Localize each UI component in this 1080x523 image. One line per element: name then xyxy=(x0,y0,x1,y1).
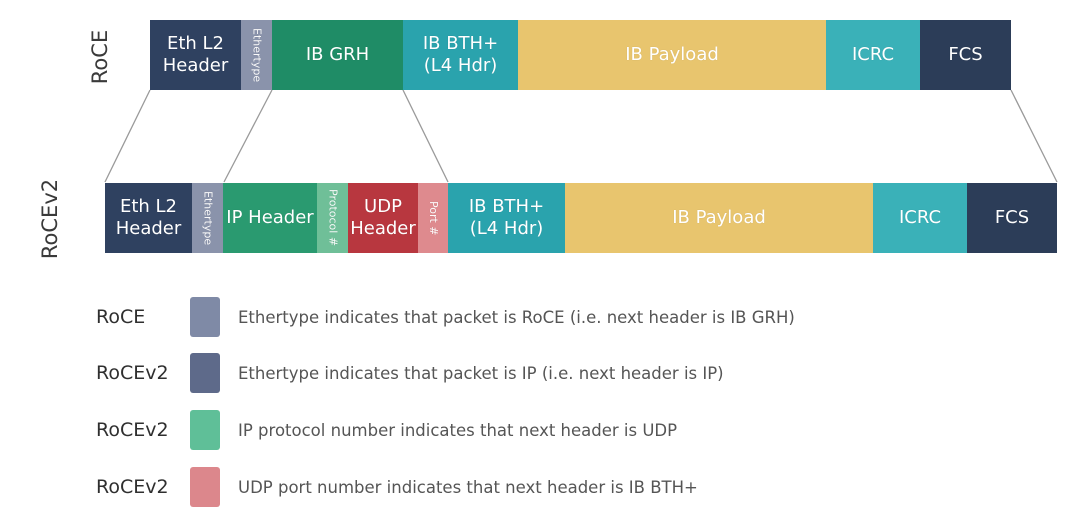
roce-seg-ib-bth: IB BTH+ (L4 Hdr) xyxy=(403,20,518,90)
legend-item-name: RoCEv2 xyxy=(96,419,169,441)
roce-packet-bar: Eth L2 Header Ethertype IB GRH IB BTH+ (… xyxy=(150,20,1011,90)
connector-left-outer xyxy=(104,89,151,183)
rocev2-seg-protocol-number: Protocol # xyxy=(317,183,348,253)
roce-seg-fcs: FCS xyxy=(920,20,1011,90)
roce-seg-ethertype: Ethertype xyxy=(241,20,272,90)
row-label-rocev2: RoCEv2 xyxy=(38,178,62,260)
rocev2-packet-bar: Eth L2 Header Ethertype IP Header Protoc… xyxy=(105,183,1057,253)
rocev2-seg-ip-header: IP Header xyxy=(223,183,317,253)
legend-item: RoCEv2 IP protocol number indicates that… xyxy=(96,410,677,450)
legend-item-description: UDP port number indicates that next head… xyxy=(238,477,698,497)
roce-seg-ib-grh: IB GRH xyxy=(272,20,403,90)
legend-item-description: Ethertype indicates that packet is RoCE … xyxy=(238,307,795,327)
legend-swatch xyxy=(190,297,220,337)
connector-grh-right xyxy=(402,89,449,183)
legend-item-name: RoCE xyxy=(96,306,146,328)
rocev2-seg-eth-l2-header: Eth L2 Header xyxy=(105,183,192,253)
legend-item-name: RoCEv2 xyxy=(96,362,169,384)
rocev2-seg-fcs: FCS xyxy=(967,183,1057,253)
connector-grh-left xyxy=(223,89,273,183)
rocev2-seg-port-number: Port # xyxy=(418,183,448,253)
legend-swatch xyxy=(190,467,220,507)
legend-swatch xyxy=(190,410,220,450)
roce-seg-eth-l2-header: Eth L2 Header xyxy=(150,20,241,90)
rocev2-seg-ib-bth: IB BTH+ (L4 Hdr) xyxy=(448,183,565,253)
rocev2-seg-ethertype: Ethertype xyxy=(192,183,223,253)
rocev2-seg-icrc: ICRC xyxy=(873,183,967,253)
legend-item-description: IP protocol number indicates that next h… xyxy=(238,420,678,440)
rocev2-seg-udp-header: UDP Header xyxy=(348,183,418,253)
row-label-roce: RoCE xyxy=(88,29,112,85)
legend-item: RoCE Ethertype indicates that packet is … xyxy=(96,297,795,337)
rocev2-seg-ib-payload: IB Payload xyxy=(565,183,873,253)
connector-right-outer xyxy=(1010,89,1058,183)
legend-item-name: RoCEv2 xyxy=(96,476,169,498)
legend-item: RoCEv2 Ethertype indicates that packet i… xyxy=(96,353,724,393)
legend-item: RoCEv2 UDP port number indicates that ne… xyxy=(96,467,698,507)
legend-item-description: Ethertype indicates that packet is IP (i… xyxy=(238,363,724,383)
roce-seg-icrc: ICRC xyxy=(826,20,920,90)
roce-seg-ib-payload: IB Payload xyxy=(518,20,826,90)
legend-swatch xyxy=(190,353,220,393)
